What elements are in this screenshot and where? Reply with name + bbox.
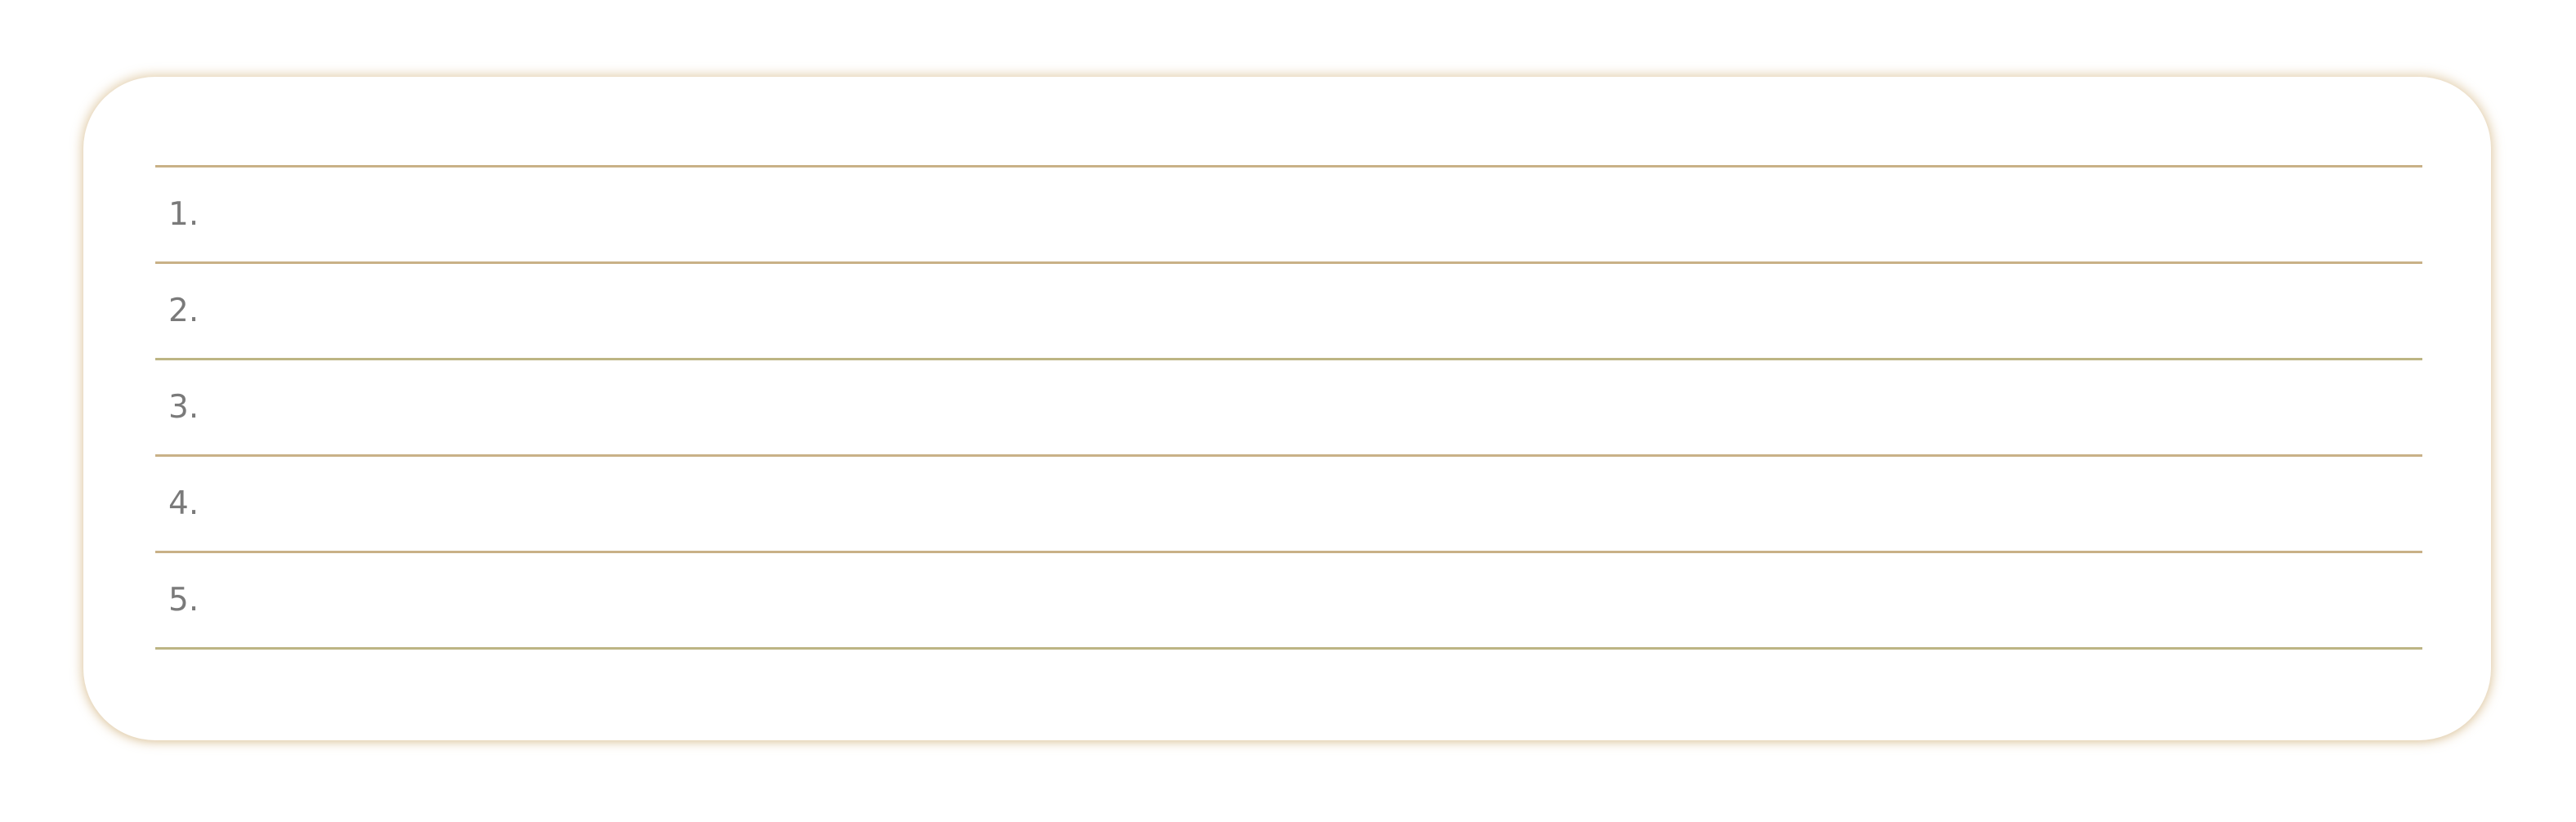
list-item: 2. <box>155 263 2422 360</box>
list-item-entry-field[interactable] <box>213 263 2422 359</box>
top-rule <box>155 165 2422 168</box>
numbered-list: 1. 2. 3. 4. 5. <box>155 165 2422 650</box>
list-item: 3. <box>155 360 2422 457</box>
list-item: 4. <box>155 456 2422 553</box>
list-item-number: 2. <box>168 293 199 329</box>
list-item-number: 4. <box>168 485 199 522</box>
list-item-entry-field[interactable] <box>213 360 2422 455</box>
list-item: 5. <box>155 552 2422 650</box>
list-item-entry-field[interactable] <box>213 167 2422 262</box>
list-item-number: 5. <box>168 582 199 619</box>
numbered-list-card: 1. 2. 3. 4. 5. <box>83 77 2491 740</box>
list-item-number: 1. <box>168 196 199 233</box>
list-item-entry-field[interactable] <box>213 456 2422 552</box>
list-item-number: 3. <box>168 389 199 426</box>
list-item-entry-field[interactable] <box>213 552 2422 648</box>
list-item: 1. <box>155 167 2422 264</box>
